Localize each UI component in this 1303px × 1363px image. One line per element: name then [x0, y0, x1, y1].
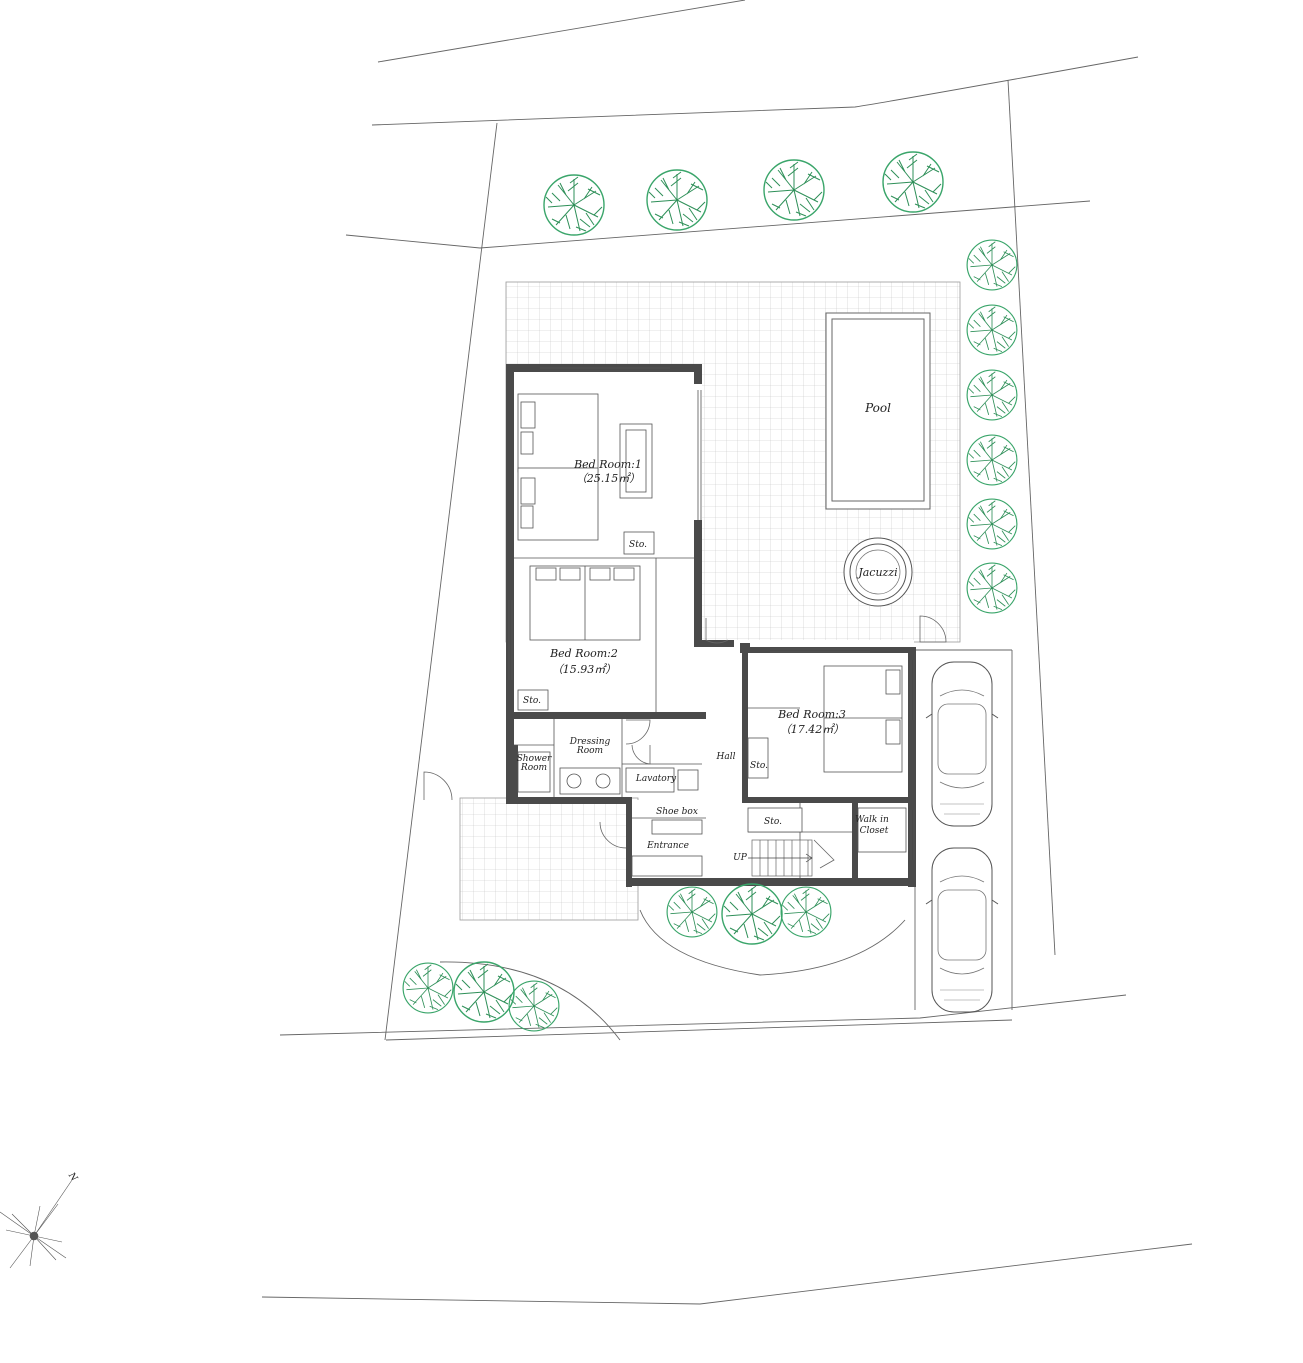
bedroom-2-name: Bed Room:2	[549, 647, 618, 660]
storage-label-bedroom-2: Sto.	[523, 696, 541, 706]
bedroom-3-name: Bed Room:3	[777, 708, 846, 721]
bedroom-2-area: （15.93㎡）	[552, 663, 617, 676]
shower-label-1: Shower	[517, 754, 552, 764]
storage-label-hall: Sto.	[764, 817, 782, 827]
lavatory-label: Lavatory	[635, 774, 677, 784]
furniture-bedroom-3	[747, 665, 903, 779]
shoebox-label: Shoe box	[656, 807, 698, 817]
north-compass	[0, 1179, 73, 1269]
walkin-label-2: Closet	[860, 826, 889, 836]
bedroom-1-area: （25.15㎡）	[576, 472, 641, 485]
dressing-label-2: Room	[576, 746, 603, 756]
bedroom-3-area: （17.42㎡）	[780, 723, 845, 736]
storage-label-bedroom-1: Sto.	[629, 540, 647, 550]
windows	[508, 367, 915, 860]
furniture-bedroom-1	[517, 393, 655, 555]
jacuzzi	[843, 537, 913, 607]
bedroom-1-name: Bed Room:1	[573, 458, 642, 471]
compass-north-label: N	[65, 1170, 79, 1184]
dressing-label-1: Dressing	[569, 737, 611, 747]
doors	[423, 615, 947, 869]
shower-label-2: Room	[520, 763, 547, 773]
fixtures	[517, 751, 907, 877]
storage-label-bedroom-3: Sto.	[750, 761, 768, 771]
stairs	[748, 839, 813, 877]
room-labels: Bed Room:1 （25.15㎡） Bed Room:2 （15.93㎡） …	[65, 401, 897, 1184]
jacuzzi-label: Jacuzzi	[856, 566, 897, 579]
walkin-label-1: Walk in	[855, 815, 889, 825]
entrance-label: Entrance	[646, 841, 689, 851]
walls	[506, 364, 916, 887]
pool-label: Pool	[864, 401, 891, 415]
furniture-bedroom-2	[517, 565, 641, 711]
parked-cars	[925, 661, 999, 1013]
hall-label: Hall	[716, 752, 736, 762]
up-label: UP	[733, 853, 748, 863]
pool	[825, 312, 931, 510]
